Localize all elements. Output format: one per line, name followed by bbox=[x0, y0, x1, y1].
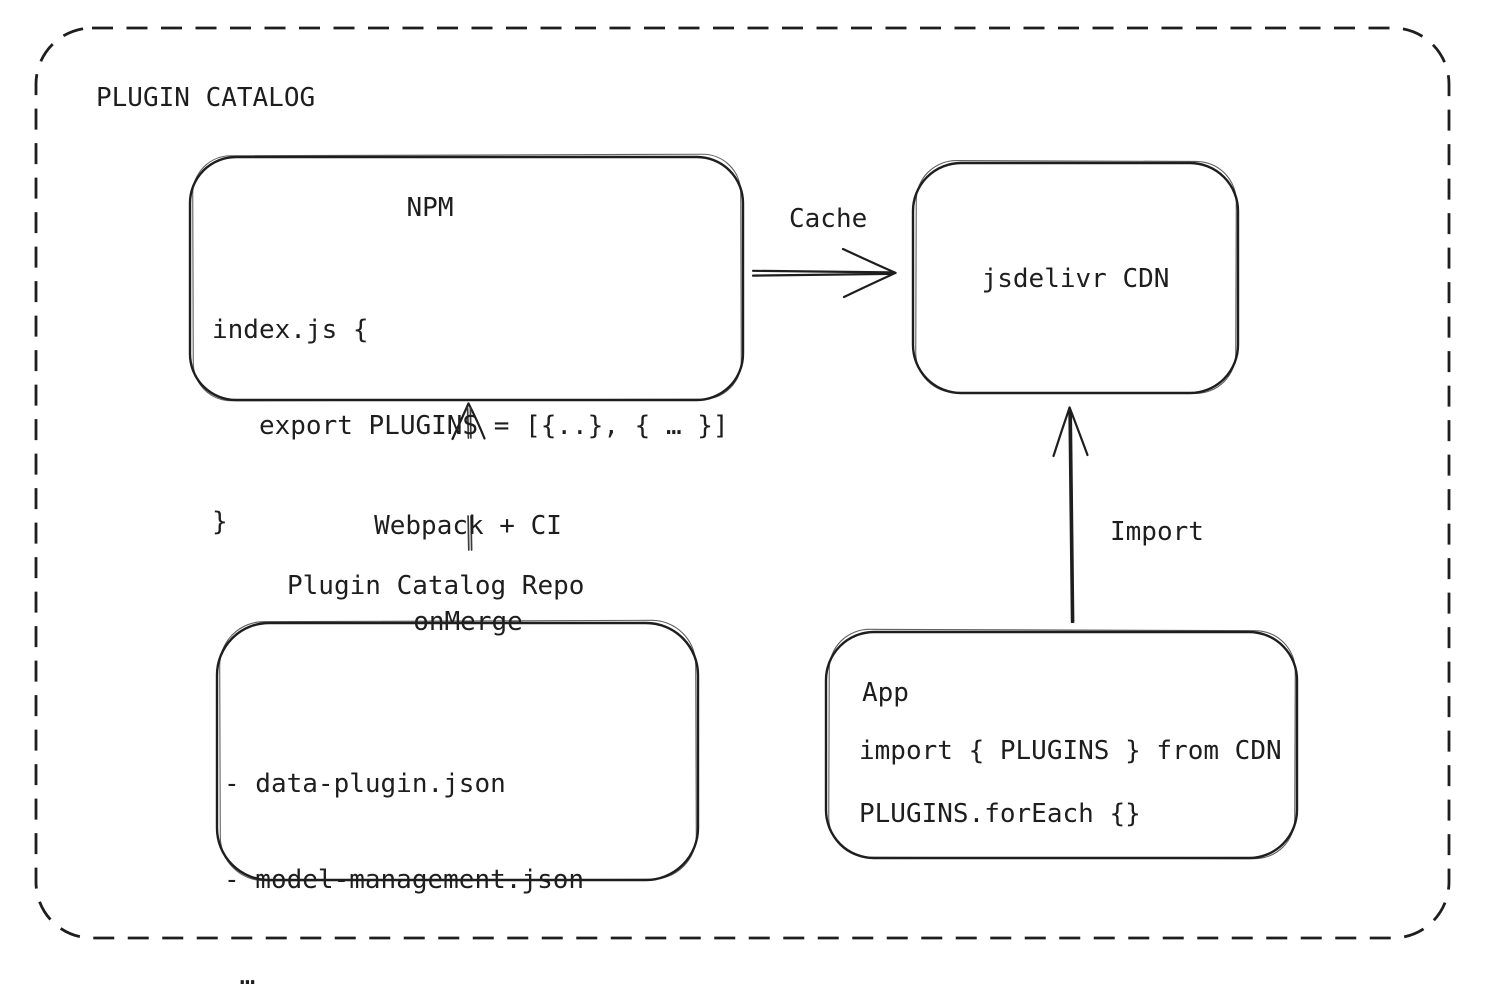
npm-code-block: index.js { export PLUGINS = [{..}, { … }… bbox=[212, 250, 729, 602]
app-code-line: PLUGINS.forEach {} bbox=[859, 799, 1141, 829]
npm-code-line: } bbox=[212, 507, 228, 537]
npm-code-line: index.js { bbox=[212, 315, 369, 345]
npm-node-title: NPM bbox=[406, 193, 454, 223]
app-code-line: import { PLUGINS } from CDN bbox=[859, 736, 1282, 766]
app-node-title: App bbox=[862, 678, 909, 708]
repo-node-label: Plugin Catalog Repo bbox=[287, 571, 585, 601]
import-edge-label: Import bbox=[1110, 517, 1204, 547]
build-edge-label-line: onMerge bbox=[413, 607, 523, 637]
repo-box-shape bbox=[215, 619, 700, 882]
diagram-title: PLUGIN CATALOG bbox=[96, 83, 316, 113]
cache-arrow bbox=[751, 247, 897, 299]
cdn-node-title: jsdelivr CDN bbox=[981, 264, 1170, 294]
repo-file-item: … bbox=[224, 961, 256, 991]
cdn-box-shape bbox=[911, 160, 1240, 395]
repo-file-list: - data-plugin.json - model-management.js… bbox=[224, 704, 584, 1002]
build-edge-label-line: Webpack + CI bbox=[374, 511, 562, 541]
import-arrow bbox=[1052, 406, 1089, 624]
app-box-shape bbox=[824, 628, 1299, 860]
npm-box-shape bbox=[188, 153, 745, 402]
build-edge-label: Webpack + CI onMerge bbox=[348, 446, 588, 702]
npm-code-line: export PLUGINS = [{..}, { … }] bbox=[212, 411, 729, 441]
cache-edge-label: Cache bbox=[789, 204, 868, 234]
build-arrow bbox=[451, 402, 486, 551]
repo-file-item: - data-plugin.json bbox=[224, 769, 506, 799]
repo-file-item: - model-management.json bbox=[224, 865, 585, 895]
